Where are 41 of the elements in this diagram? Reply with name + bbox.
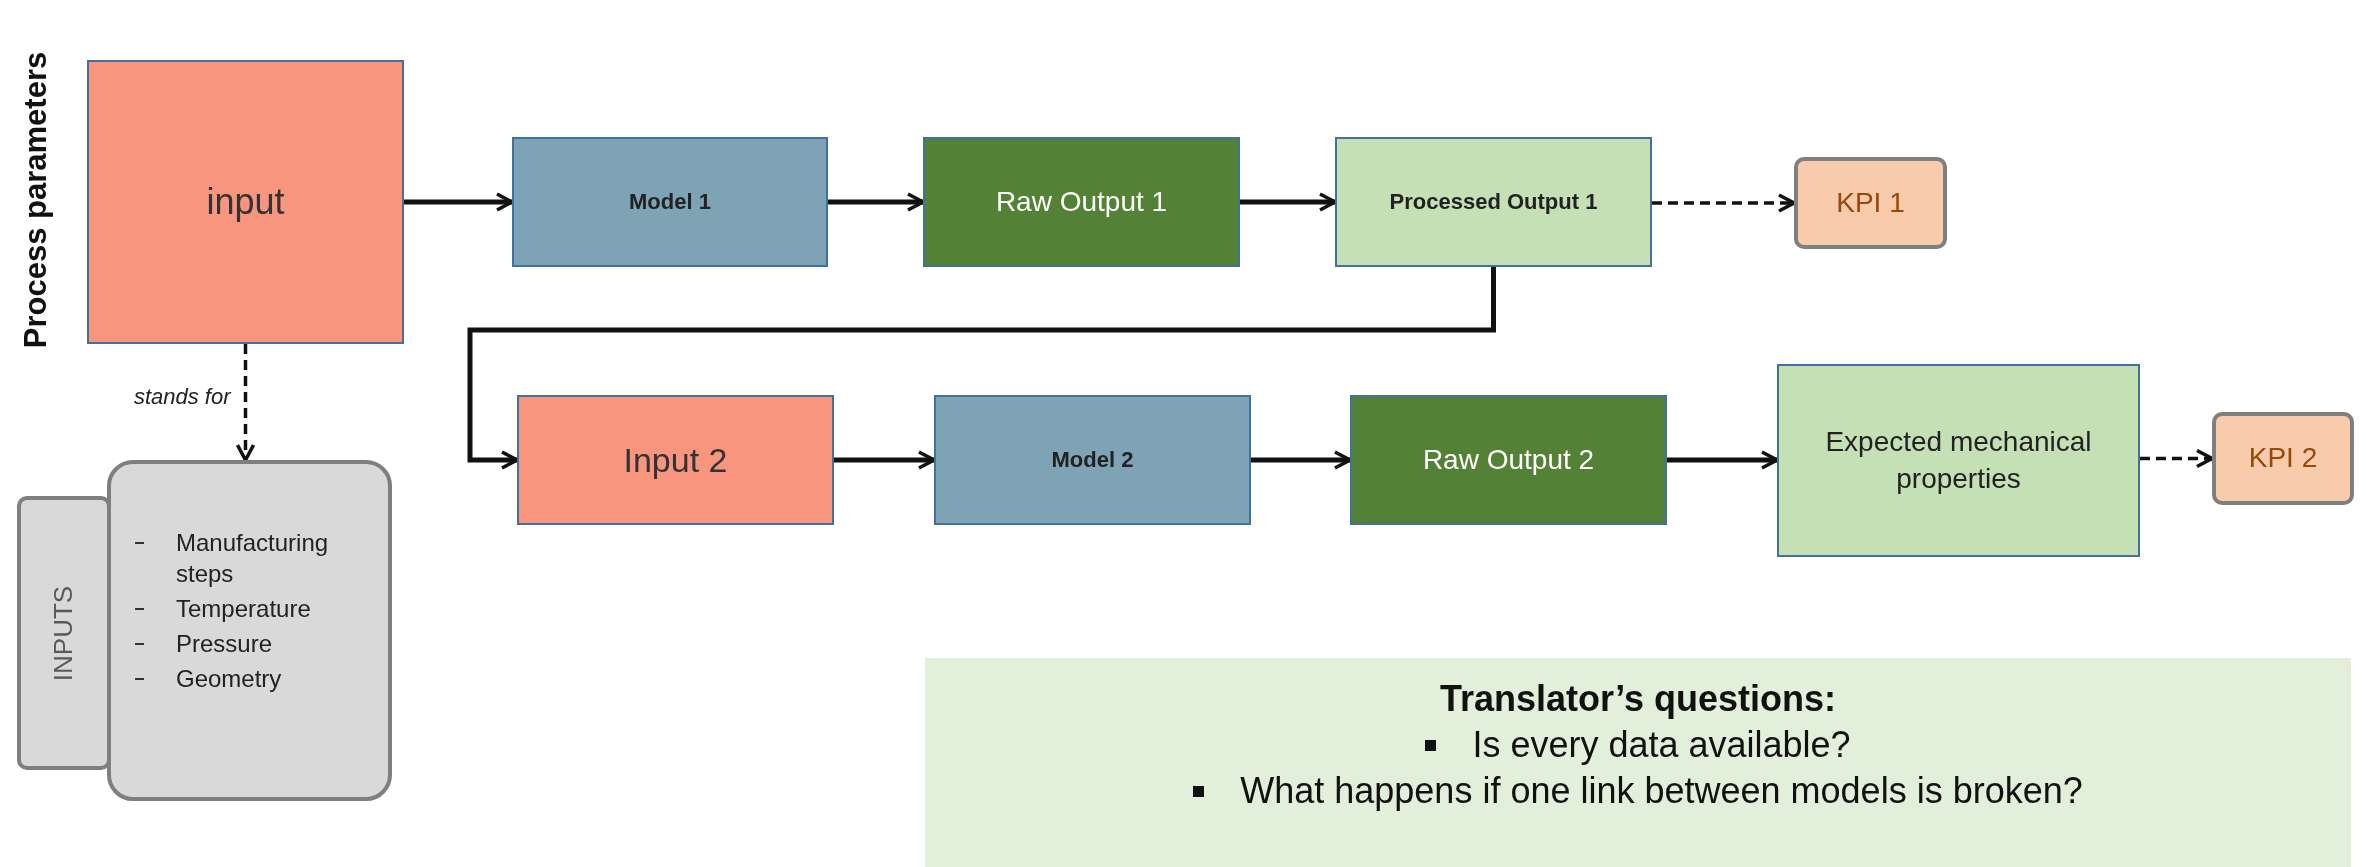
box-label: Raw Output 2 [1421, 442, 1596, 477]
dashed-arrow [235, 344, 256, 462]
output-box [923, 137, 1240, 267]
tab-label: INPUTS [48, 585, 80, 681]
arrow [404, 192, 514, 212]
question-text: What happens if one link between models is broken? [1240, 770, 2083, 812]
box-label: KPI 2 [2247, 441, 2319, 476]
dashed-arrow [2140, 448, 2214, 469]
list-item: Pressure [176, 629, 274, 660]
box-label: Processed Output 1 [1388, 187, 1599, 216]
kpi-box [2212, 412, 2354, 505]
box-label: Model 1 [628, 187, 712, 216]
box-label: KPI 1 [1835, 185, 1906, 220]
list-item: Geometry [176, 664, 283, 695]
arrow [1251, 450, 1352, 470]
dashed-arrow [1652, 193, 1796, 213]
box-label: Input 2 [622, 439, 729, 481]
arrow [834, 450, 936, 470]
list-item: Manufacturing steps [176, 527, 330, 589]
list-box [107, 460, 392, 801]
output-box [1777, 364, 2140, 557]
box-label: Model 2 [1050, 445, 1135, 474]
question-text: Is every data available? [1472, 724, 1851, 766]
box-label: Expected mechanical properties [1824, 425, 2093, 496]
axis-label: Process parameters [17, 50, 54, 351]
questions-panel [925, 658, 2351, 867]
model-box [512, 137, 828, 267]
arrow [1240, 192, 1337, 212]
input-box [87, 60, 404, 344]
kpi-box [1794, 157, 1947, 249]
input-box [517, 395, 834, 525]
box-label: input [205, 179, 286, 224]
arrow [467, 267, 1496, 470]
output-box [1350, 395, 1667, 525]
panel-heading: Translator’s questions: [1439, 678, 1837, 720]
list-item: Temperature [176, 593, 312, 624]
model-box [934, 395, 1251, 525]
box-label: Raw Output 1 [994, 184, 1169, 219]
arrow [1667, 450, 1779, 470]
output-box [1335, 137, 1652, 267]
arrow [828, 192, 925, 212]
